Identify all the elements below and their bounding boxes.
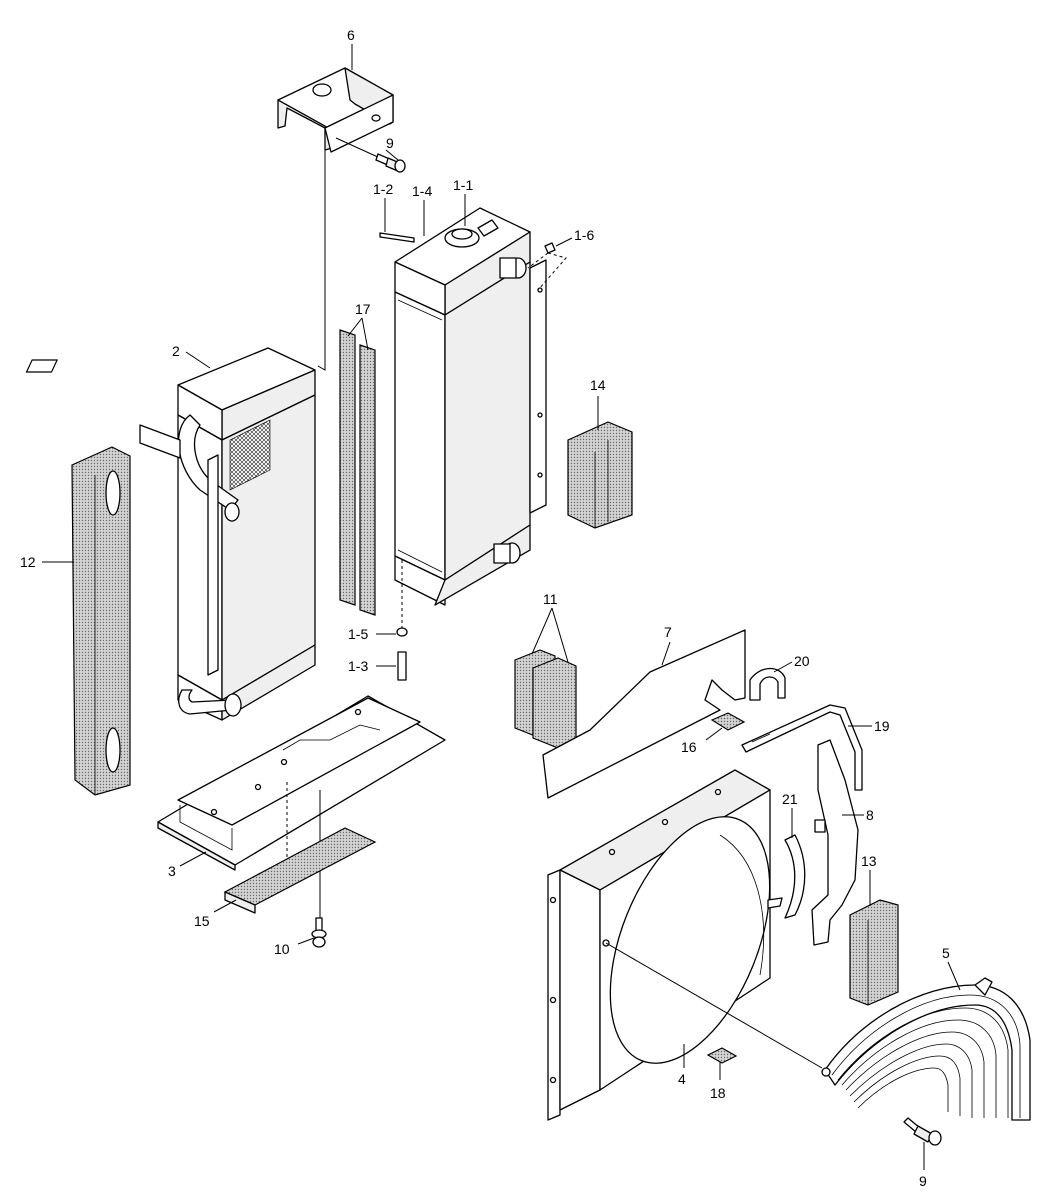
callout-3: 3 xyxy=(168,851,207,879)
svg-text:19: 19 xyxy=(874,718,890,734)
callout-16: 16 xyxy=(681,727,723,755)
callout-1-5: 1-5 xyxy=(348,626,396,642)
callout-1-1: 1-1 xyxy=(453,177,473,226)
svg-text:2: 2 xyxy=(172,343,180,359)
callout-21: 21 xyxy=(782,791,798,838)
clip-part-20 xyxy=(749,667,786,701)
svg-text:11: 11 xyxy=(543,591,558,607)
foam-part-13 xyxy=(849,899,899,1006)
svg-text:1-3: 1-3 xyxy=(348,658,368,674)
svg-text:9: 9 xyxy=(919,1173,927,1189)
radiator-part-1 xyxy=(394,207,547,681)
base-tray-part-3 xyxy=(157,695,446,918)
pad-part-18 xyxy=(706,1047,738,1064)
pad-part-15 xyxy=(223,827,377,914)
callout-4: 4 xyxy=(678,1044,686,1087)
fan-shroud-part-4 xyxy=(547,769,823,1121)
pad-part-16 xyxy=(710,712,746,731)
svg-text:8: 8 xyxy=(866,807,874,823)
svg-text:7: 7 xyxy=(664,624,672,640)
callout-9-top: 9 xyxy=(385,135,399,161)
svg-text:15: 15 xyxy=(194,913,210,929)
oil-cooler-part-2 xyxy=(25,347,316,721)
callout-1-6: 1-6 xyxy=(555,227,594,247)
callout-5: 5 xyxy=(942,945,961,991)
strap-part-21 xyxy=(784,834,806,919)
callout-1-2: 1-2 xyxy=(373,181,393,232)
svg-text:1-6: 1-6 xyxy=(574,227,594,243)
svg-text:16: 16 xyxy=(681,739,697,755)
svg-text:1-5: 1-5 xyxy=(348,626,368,642)
fan-guard-part-5 xyxy=(821,977,1031,1121)
bolt-part-10 xyxy=(311,917,327,948)
foam-part-14 xyxy=(567,421,633,529)
callout-14: 14 xyxy=(590,377,606,430)
svg-text:21: 21 xyxy=(782,791,798,807)
foam-part-11 xyxy=(514,649,577,749)
svg-text:10: 10 xyxy=(274,941,290,957)
bolt-part-9-bottom xyxy=(903,1117,942,1146)
callout-2: 2 xyxy=(172,343,211,369)
callout-18: 18 xyxy=(710,1062,726,1101)
seal-strips-part-17 xyxy=(339,329,376,616)
svg-text:6: 6 xyxy=(347,27,355,43)
hose-part-19 xyxy=(741,704,863,791)
svg-text:18: 18 xyxy=(710,1085,726,1101)
callout-20: 20 xyxy=(773,653,810,673)
svg-text:9: 9 xyxy=(386,135,394,151)
svg-text:4: 4 xyxy=(678,1071,686,1087)
bracket-part-6 xyxy=(277,67,394,371)
callout-1-4: 1-4 xyxy=(412,183,432,236)
callout-6: 6 xyxy=(347,27,355,70)
callout-7: 7 xyxy=(661,624,672,666)
callout-19: 19 xyxy=(848,718,890,734)
callout-8: 8 xyxy=(842,807,874,823)
svg-text:14: 14 xyxy=(590,377,606,393)
callout-11: 11 xyxy=(531,591,569,663)
screw-part-1-6 xyxy=(527,242,567,291)
svg-text:1-4: 1-4 xyxy=(412,183,432,199)
callout-1-3: 1-3 xyxy=(348,658,396,674)
callout-12: 12 xyxy=(20,554,74,570)
foam-part-12 xyxy=(71,446,131,796)
callout-15: 15 xyxy=(194,899,237,929)
callout-10: 10 xyxy=(274,937,315,957)
svg-text:20: 20 xyxy=(794,653,810,669)
svg-text:13: 13 xyxy=(861,853,877,869)
callout-17: 17 xyxy=(347,301,371,351)
shroud-plate-part-7 xyxy=(542,629,746,799)
svg-text:12: 12 xyxy=(20,554,36,570)
bolt-part-9-top xyxy=(335,137,406,173)
svg-text:1-1: 1-1 xyxy=(453,177,473,193)
svg-text:1-2: 1-2 xyxy=(373,181,393,197)
svg-text:5: 5 xyxy=(942,945,950,961)
svg-text:17: 17 xyxy=(355,301,371,317)
callout-9-bottom: 9 xyxy=(919,1142,927,1189)
pin-part-1-2 xyxy=(379,232,415,243)
bracket-part-8 xyxy=(811,739,859,946)
callout-13: 13 xyxy=(861,853,877,906)
svg-text:3: 3 xyxy=(168,863,176,879)
